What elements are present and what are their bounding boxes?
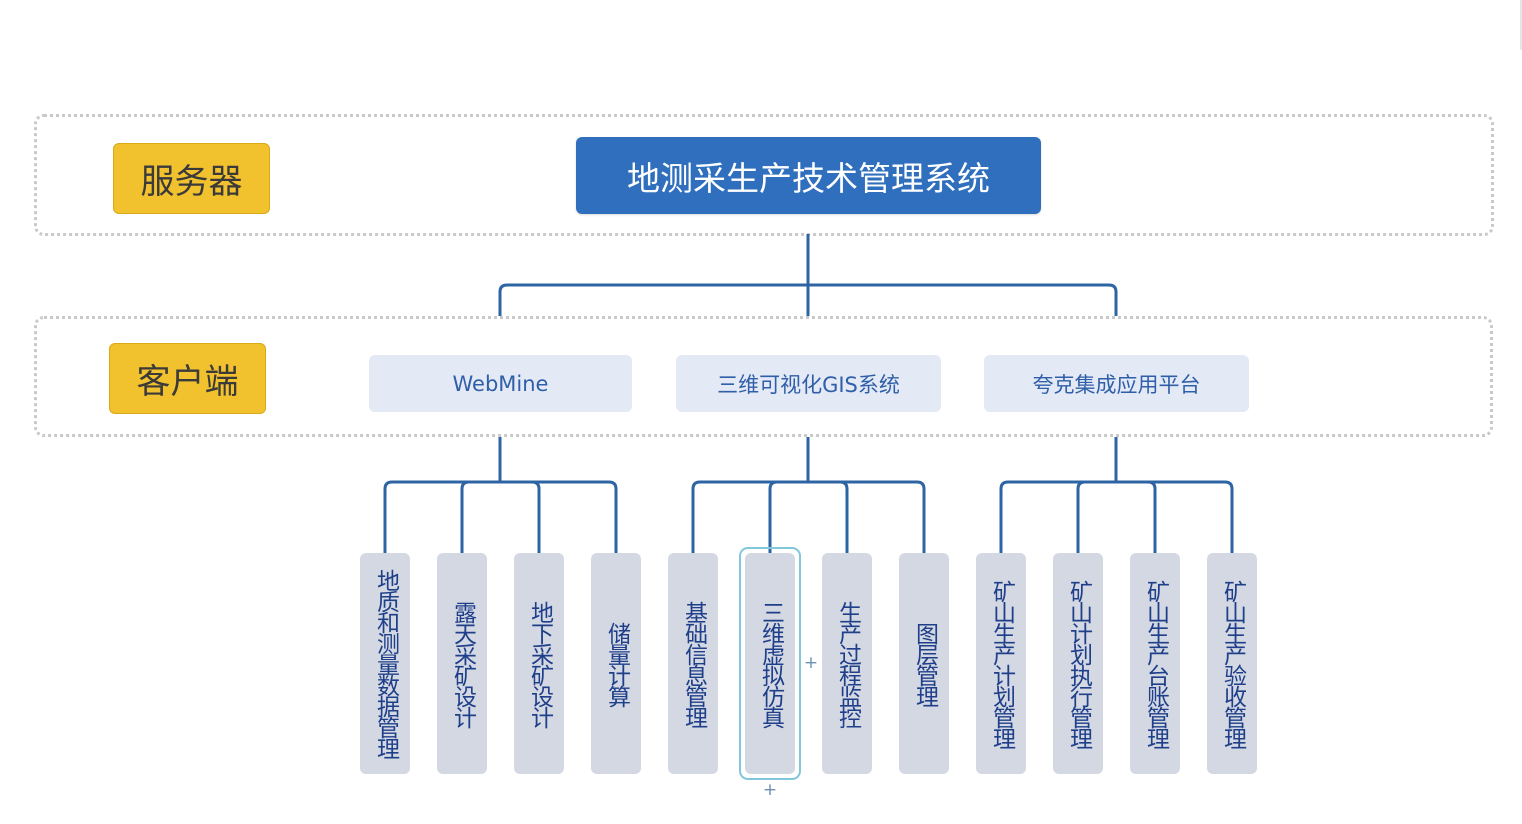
client-tier-band	[34, 316, 1493, 437]
server-tier-label: 服务器	[113, 143, 270, 214]
connector-webmine-mid2	[531, 480, 541, 553]
module-label: 矿山生产计划管理	[988, 579, 1015, 748]
module-node[interactable]: 生产过程监控	[822, 553, 872, 774]
client-node-gis[interactable]: 三维可视化GIS系统	[676, 355, 941, 412]
module-label: 三维虚拟仿真	[757, 600, 784, 727]
module-node[interactable]: 矿山生产计划管理	[976, 553, 1026, 774]
connector-gis-mid1	[768, 480, 778, 553]
connector-kuake-branch	[999, 480, 1234, 553]
scrollbar-edge[interactable]	[1520, 0, 1522, 50]
connector-server-branch	[498, 283, 1118, 316]
connector-kuake-mid2	[1147, 480, 1157, 553]
connector-webmine-branch	[383, 480, 618, 553]
module-label: 地质和测量数据管理	[372, 569, 399, 758]
add-sibling-icon[interactable]: +	[802, 653, 820, 673]
module-label: 地下采矿设计	[526, 600, 553, 727]
system-node[interactable]: 地测采生产技术管理系统	[576, 137, 1041, 214]
module-node[interactable]: 露天采矿设计	[437, 553, 487, 774]
module-label: 储量计算	[603, 621, 630, 706]
connector-kuake-mid1	[1076, 480, 1086, 553]
selection-outline	[739, 547, 801, 780]
module-label: 生产过程监控	[834, 600, 861, 727]
module-node[interactable]: 矿山生产验收管理	[1207, 553, 1257, 774]
server-tier-band	[34, 114, 1494, 236]
client-node-webmine[interactable]: WebMine	[369, 355, 632, 412]
module-node[interactable]: 储量计算	[591, 553, 641, 774]
module-label: 基础信息管理	[680, 600, 707, 727]
client-node-kuake[interactable]: 夸克集成应用平台	[984, 355, 1249, 412]
module-node[interactable]: 图层管理	[899, 553, 949, 774]
module-node[interactable]: 地质和测量数据管理	[360, 553, 410, 774]
connector-gis-branch	[691, 480, 926, 553]
add-child-icon[interactable]: +	[761, 780, 779, 800]
connector-webmine-mid1	[460, 480, 470, 553]
module-node[interactable]: 地下采矿设计	[514, 553, 564, 774]
module-label: 露天采矿设计	[449, 600, 476, 727]
module-label: 矿山生产验收管理	[1219, 579, 1246, 748]
connector-gis-mid2	[839, 480, 849, 553]
module-label: 矿山计划执行管理	[1065, 579, 1092, 748]
module-node-selected[interactable]: 三维虚拟仿真	[745, 553, 795, 774]
module-node[interactable]: 矿山计划执行管理	[1053, 553, 1103, 774]
client-tier-label: 客户端	[109, 343, 266, 414]
module-label: 图层管理	[911, 621, 938, 706]
module-node[interactable]: 矿山生产台账管理	[1130, 553, 1180, 774]
module-label: 矿山生产台账管理	[1142, 579, 1169, 748]
module-node[interactable]: 基础信息管理	[668, 553, 718, 774]
